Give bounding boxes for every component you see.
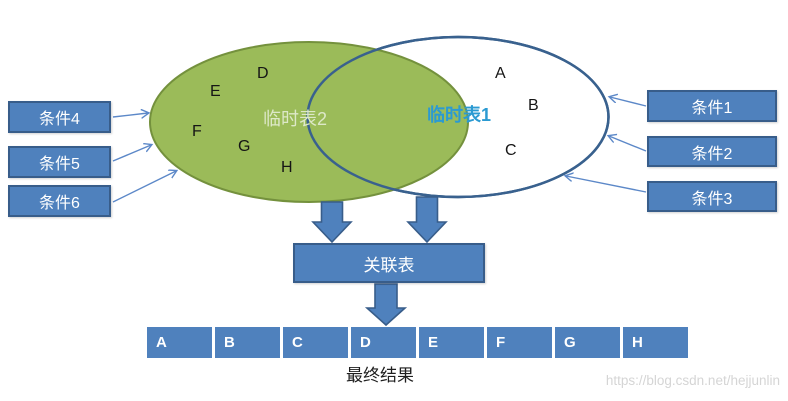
right-ellipse-outline [306, 35, 610, 199]
condition-box-6: 条件6 [8, 185, 111, 217]
condition-6-label: 条件6 [39, 195, 80, 212]
result-cell-h: H [620, 327, 688, 358]
condition-4-label: 条件4 [39, 111, 80, 128]
letter-f: F [192, 123, 202, 140]
condition-1-label: 条件1 [691, 100, 733, 117]
arrow-cond1-icon [610, 97, 647, 107]
arrow-cond2-icon [609, 136, 647, 152]
letter-h: H [281, 159, 293, 176]
block-arrow-right-down-icon [406, 196, 448, 244]
arrow-cond5-icon [112, 145, 151, 162]
condition-box-3: 条件3 [647, 181, 777, 212]
temp-table-1-label: 临时表1 [427, 105, 492, 125]
join-table-label: 关联表 [363, 255, 415, 275]
result-cell-e: E [416, 327, 484, 358]
condition-box-5: 条件5 [8, 146, 111, 178]
condition-3-label: 条件3 [691, 190, 733, 208]
condition-box-2: 条件2 [647, 136, 777, 167]
result-cell-b: B [212, 327, 280, 358]
result-row: A B C D E F G H [147, 327, 688, 358]
temp-table-2-label: 临时表2 [263, 109, 328, 129]
condition-box-4: 条件4 [8, 101, 111, 133]
condition-2-label: 条件2 [691, 145, 733, 163]
condition-box-1: 条件1 [647, 90, 777, 122]
result-cell-d: D [348, 327, 416, 358]
condition-5-label: 条件5 [39, 156, 80, 173]
result-caption: 最终结果 [346, 366, 414, 385]
arrow-cond4-icon [112, 113, 148, 117]
letter-d: D [257, 65, 269, 82]
arrow-cond3-icon [566, 176, 647, 193]
result-cell-g: G [552, 327, 620, 358]
result-cell-c: C [280, 327, 348, 358]
result-cell-a: A [147, 327, 212, 358]
letter-a: A [495, 65, 506, 82]
arrow-cond6-icon [112, 171, 176, 203]
result-cell-f: F [484, 327, 552, 358]
block-arrow-left-down-icon [311, 201, 353, 244]
letter-b: B [528, 97, 539, 114]
letter-c: C [505, 142, 517, 159]
letter-g: G [238, 138, 251, 155]
join-table-box: 关联表 [293, 243, 485, 283]
letter-e: E [210, 83, 221, 100]
block-arrow-join-to-result-icon [364, 283, 408, 327]
watermark-url: https://blog.csdn.net/hejjunlin [605, 373, 780, 388]
